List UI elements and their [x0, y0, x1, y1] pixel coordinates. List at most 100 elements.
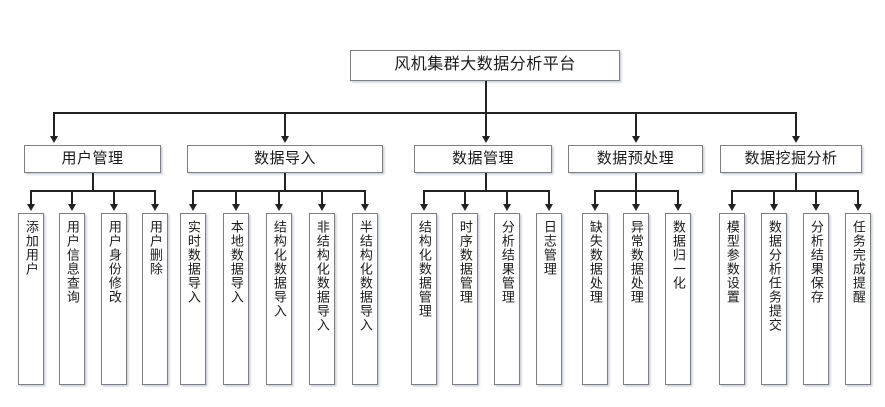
group-node-data-management[interactable]: 数据管理 [414, 145, 552, 173]
group-node-data-import[interactable]: 数据导入 [187, 145, 383, 173]
leaf-node-label: 时序数据管理 [457, 220, 473, 304]
arrow-leaf-5-1 [728, 204, 736, 211]
connector-drop-group-5 [795, 112, 797, 138]
connector-group-4-stem [635, 173, 637, 190]
leaf-node[interactable]: 任务完成提醒 [845, 213, 871, 385]
leaf-node[interactable]: 异常数据处理 [623, 213, 649, 385]
connector-group-2-drop-3 [278, 190, 280, 206]
connector-group-1-stem [92, 173, 94, 190]
leaf-node-label: 半结构化数据导入 [357, 220, 373, 332]
leaf-node[interactable]: 缺失数据处理 [582, 213, 608, 385]
arrow-leaf-1-3 [110, 204, 118, 211]
arrow-leaf-2-3 [275, 204, 283, 211]
arrow-leaf-3-3 [503, 204, 511, 211]
leaf-node-label: 添加用户 [23, 220, 39, 276]
leaf-node[interactable]: 本地数据导入 [223, 213, 249, 385]
connector-group-3-drop-2 [464, 190, 466, 206]
leaf-node[interactable]: 日志管理 [536, 213, 562, 385]
connector-group-5-drop-3 [815, 190, 817, 206]
connector-group-4-drop-2 [635, 190, 637, 206]
connector-group-2-drop-5 [364, 190, 366, 206]
leaf-node[interactable]: 模型参数设置 [719, 213, 745, 385]
connector-group-1-drop-1 [30, 190, 32, 206]
arrow-leaf-2-4 [318, 204, 326, 211]
leaf-node[interactable]: 用户删除 [142, 213, 168, 385]
leaf-node[interactable]: 用户信息查询 [59, 213, 85, 385]
arrow-leaf-3-4 [545, 204, 553, 211]
leaf-node-label: 模型参数设置 [724, 220, 740, 304]
connector-group-2-drop-4 [321, 190, 323, 206]
connector-group-1-drop-4 [154, 190, 156, 206]
connector-drop-group-3 [485, 112, 487, 138]
arrow-group-5 [792, 136, 800, 143]
connector-drop-group-2 [284, 112, 286, 138]
group-node-data-mining-analysis[interactable]: 数据挖掘分析 [720, 145, 862, 173]
connector-group-5-stem [795, 173, 797, 190]
leaf-node[interactable]: 结构化数据管理 [411, 213, 437, 385]
arrow-leaf-1-2 [68, 204, 76, 211]
group-node-label: 数据管理 [451, 150, 514, 168]
leaf-node[interactable]: 实时数据导入 [180, 213, 206, 385]
leaf-node-label: 本地数据导入 [228, 220, 244, 304]
connector-group-3-drop-3 [506, 190, 508, 206]
arrow-leaf-4-3 [674, 204, 682, 211]
arrow-group-2 [281, 136, 289, 143]
group-node-label: 数据导入 [253, 150, 316, 168]
connector-drop-group-4 [635, 112, 637, 138]
connector-drop-group-1 [53, 112, 55, 138]
leaf-node-label: 分析结果保存 [808, 220, 824, 304]
group-node-label: 数据挖掘分析 [744, 150, 838, 168]
leaf-node[interactable]: 非结构化数据导入 [309, 213, 335, 385]
connector-group-5-bus [731, 190, 857, 192]
arrow-leaf-4-1 [591, 204, 599, 211]
connector-group-2-drop-2 [235, 190, 237, 206]
connector-group-3-drop-1 [423, 190, 425, 206]
leaf-node-label: 用户信息查询 [64, 220, 80, 304]
arrow-leaf-2-5 [361, 204, 369, 211]
connector-bus [53, 112, 796, 114]
leaf-node-label: 数据归一化 [670, 220, 686, 290]
leaf-node[interactable]: 结构化数据导入 [266, 213, 292, 385]
leaf-node[interactable]: 数据分析任务提交 [761, 213, 787, 385]
arrow-leaf-5-3 [812, 204, 820, 211]
leaf-node-label: 实时数据导入 [185, 220, 201, 304]
group-node-label: 数据预处理 [596, 150, 675, 168]
leaf-node-label: 日志管理 [541, 220, 557, 276]
leaf-node-label: 异常数据处理 [628, 220, 644, 304]
leaf-node[interactable]: 分析结果保存 [803, 213, 829, 385]
connector-group-3-stem [485, 173, 487, 190]
arrow-leaf-5-2 [770, 204, 778, 211]
group-node-user-management[interactable]: 用户管理 [24, 145, 161, 173]
arrow-leaf-5-4 [854, 204, 862, 211]
connector-group-1-bus [30, 190, 154, 192]
connector-group-4-drop-3 [677, 190, 679, 206]
leaf-node[interactable]: 数据归一化 [665, 213, 691, 385]
leaf-node[interactable]: 添加用户 [18, 213, 44, 385]
connector-group-3-drop-4 [548, 190, 550, 206]
arrow-leaf-2-1 [189, 204, 197, 211]
connector-group-3-bus [423, 190, 548, 192]
connector-group-4-drop-1 [594, 190, 596, 206]
leaf-node-label: 结构化数据管理 [416, 220, 432, 318]
leaf-node[interactable]: 半结构化数据导入 [352, 213, 378, 385]
connector-group-1-drop-2 [71, 190, 73, 206]
root-node-label: 风机集群大数据分析平台 [394, 56, 576, 74]
connector-group-1-drop-3 [113, 190, 115, 206]
root-node[interactable]: 风机集群大数据分析平台 [350, 50, 620, 81]
group-node-data-preprocessing[interactable]: 数据预处理 [568, 145, 703, 173]
group-node-label: 用户管理 [61, 150, 124, 168]
leaf-node-label: 用户身份修改 [106, 220, 122, 304]
arrow-leaf-2-2 [232, 204, 240, 211]
connector-root-stem [485, 81, 487, 112]
leaf-node-label: 任务完成提醒 [850, 220, 866, 304]
leaf-node-label: 用户删除 [147, 220, 163, 276]
arrow-leaf-1-4 [151, 204, 159, 211]
arrow-group-3 [482, 136, 490, 143]
leaf-node[interactable]: 分析结果管理 [494, 213, 520, 385]
arrow-group-4 [632, 136, 640, 143]
arrow-leaf-3-1 [420, 204, 428, 211]
leaf-node[interactable]: 用户身份修改 [101, 213, 127, 385]
leaf-node[interactable]: 时序数据管理 [452, 213, 478, 385]
leaf-node-label: 分析结果管理 [499, 220, 515, 304]
